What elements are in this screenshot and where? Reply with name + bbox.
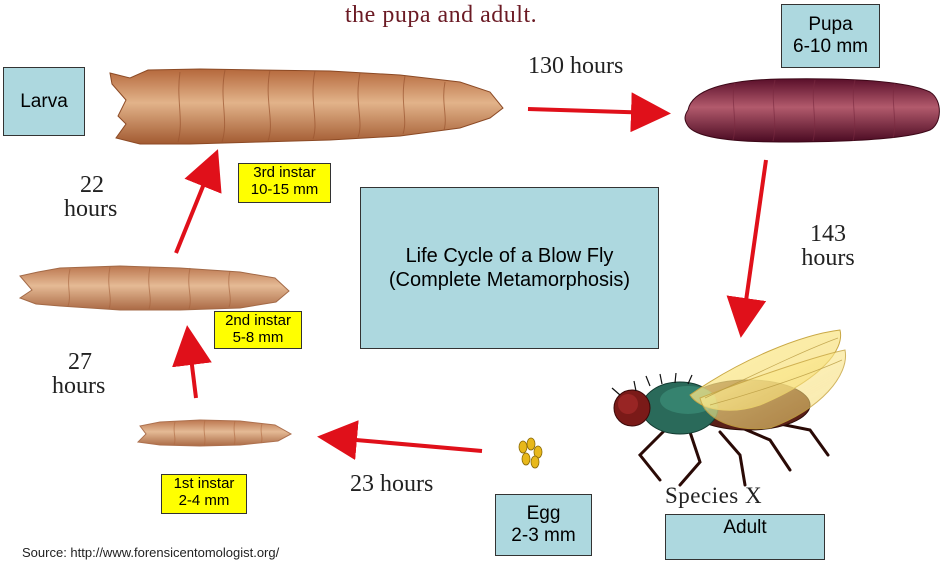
duration-second-to-third-number: 22 xyxy=(58,173,138,197)
duration-pupa-to-adult: 143 hours xyxy=(783,222,873,270)
second-instar-stage: 2nd instar xyxy=(215,312,301,329)
pupa-title: Pupa xyxy=(808,14,852,36)
second-instar-label: 2nd instar 5-8 mm xyxy=(214,311,302,349)
adult-label: Adult xyxy=(723,517,766,539)
duration-larva-to-pupa: 130 hours xyxy=(528,54,668,78)
egg-label-box: Egg 2-3 mm xyxy=(495,494,592,556)
adult-label-box: Adult xyxy=(665,514,825,560)
third-instar-size: 10-15 mm xyxy=(239,181,330,198)
eggs-illustration xyxy=(519,438,542,468)
duration-first-to-second: 27 hours xyxy=(48,350,133,398)
pupa-illustration xyxy=(685,79,939,142)
center-title-box: Life Cycle of a Blow Fly (Complete Metam… xyxy=(360,187,659,349)
first-instar-size: 2-4 mm xyxy=(162,492,246,509)
first-instar-label: 1st instar 2-4 mm xyxy=(161,474,247,514)
larva-label: Larva xyxy=(20,91,68,113)
source-citation: Source: http://www.forensicentomologist.… xyxy=(22,545,279,560)
duration-pupa-to-adult-unit: hours xyxy=(783,246,873,270)
third-instar-label: 3rd instar 10-15 mm xyxy=(238,163,331,203)
egg-size: 2-3 mm xyxy=(511,525,575,547)
duration-first-to-second-number: 27 xyxy=(48,350,133,374)
duration-second-to-third-unit: hours xyxy=(58,197,138,221)
duration-pupa-to-adult-number: 143 xyxy=(783,222,873,246)
first-instar-larva xyxy=(138,420,291,446)
third-instar-stage: 3rd instar xyxy=(239,164,330,181)
center-title-line2: (Complete Metamorphosis) xyxy=(389,268,630,292)
third-instar-larva xyxy=(110,69,503,144)
arrow-second-to-third-instar xyxy=(176,164,212,253)
duration-first-to-second-unit: hours xyxy=(48,374,133,398)
arrow-first-to-second-instar xyxy=(189,341,196,398)
arrow-pupa-to-adult xyxy=(743,160,766,322)
second-instar-larva xyxy=(20,266,289,310)
first-instar-stage: 1st instar xyxy=(162,475,246,492)
duration-second-to-third: 22 hours xyxy=(58,173,138,221)
arrow-larva-to-pupa xyxy=(528,109,655,113)
arrow-egg-to-first-instar xyxy=(333,438,482,451)
species-label: Species X xyxy=(665,483,762,509)
pupa-label-box: Pupa 6-10 mm xyxy=(781,4,880,68)
egg-title: Egg xyxy=(527,503,561,525)
adult-fly-illustration xyxy=(612,330,846,485)
duration-egg-to-first: 23 hours xyxy=(350,472,480,496)
center-title-line1: Life Cycle of a Blow Fly xyxy=(406,244,614,268)
second-instar-size: 5-8 mm xyxy=(215,329,301,346)
pupa-size: 6-10 mm xyxy=(793,36,868,58)
larva-label-box: Larva xyxy=(3,67,85,136)
